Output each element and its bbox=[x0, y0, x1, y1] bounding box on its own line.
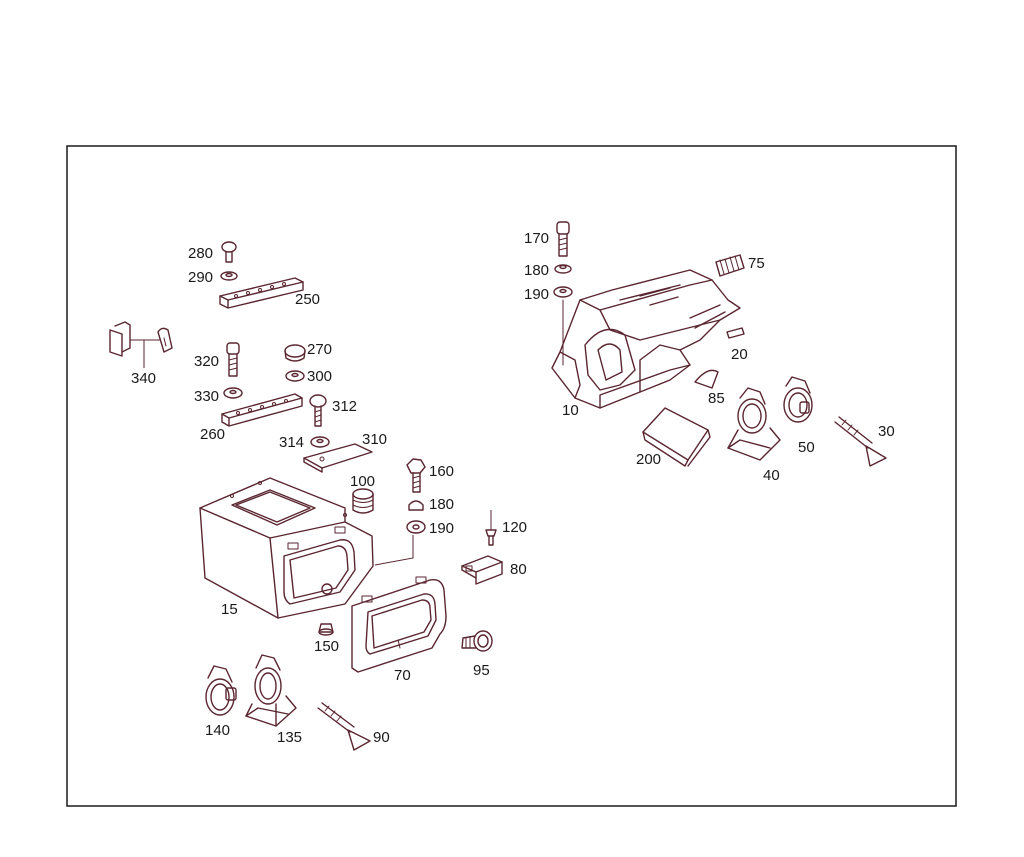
label-80: 80 bbox=[510, 561, 527, 578]
label-190-lower: 190 bbox=[429, 520, 454, 537]
label-310: 310 bbox=[362, 431, 387, 448]
part-190-washer-lower bbox=[406, 520, 426, 534]
part-260-strip bbox=[221, 393, 303, 427]
label-314: 314 bbox=[279, 434, 304, 451]
label-320: 320 bbox=[194, 353, 219, 370]
part-100-buffer bbox=[352, 488, 374, 514]
label-150: 150 bbox=[314, 638, 339, 655]
label-200: 200 bbox=[636, 451, 661, 468]
diagram-frame bbox=[66, 145, 957, 807]
label-340: 340 bbox=[131, 370, 156, 387]
label-15: 15 bbox=[221, 601, 238, 618]
label-160: 160 bbox=[429, 463, 454, 480]
label-312: 312 bbox=[332, 398, 357, 415]
label-170: 170 bbox=[524, 230, 549, 247]
label-290: 290 bbox=[188, 269, 213, 286]
label-95: 95 bbox=[473, 662, 490, 679]
part-15-box bbox=[199, 477, 374, 619]
label-120: 120 bbox=[502, 519, 527, 536]
label-250: 250 bbox=[295, 291, 320, 308]
part-90-eyebolt bbox=[317, 702, 371, 751]
label-90: 90 bbox=[373, 729, 390, 746]
part-270-knob bbox=[284, 344, 306, 362]
label-140: 140 bbox=[205, 722, 230, 739]
label-100: 100 bbox=[350, 473, 375, 490]
label-75: 75 bbox=[748, 255, 765, 272]
label-50: 50 bbox=[798, 439, 815, 456]
part-10-bracket bbox=[551, 269, 741, 409]
label-85: 85 bbox=[708, 390, 725, 407]
part-312-bolt bbox=[309, 394, 327, 427]
label-40: 40 bbox=[763, 467, 780, 484]
part-70-door bbox=[351, 576, 447, 673]
part-250-strip bbox=[219, 277, 304, 309]
part-280-screw bbox=[221, 241, 237, 263]
part-120-rivet bbox=[485, 510, 497, 546]
part-30-eyebolt bbox=[834, 416, 887, 467]
label-10: 10 bbox=[562, 402, 579, 419]
part-160-bolt bbox=[406, 458, 426, 493]
label-180-lower: 180 bbox=[429, 496, 454, 513]
label-20: 20 bbox=[731, 346, 748, 363]
part-310-plate bbox=[303, 443, 373, 473]
part-200-plate bbox=[642, 407, 711, 467]
part-135-clamp bbox=[245, 654, 297, 727]
part-20-pin bbox=[726, 327, 745, 339]
label-300: 300 bbox=[307, 368, 332, 385]
part-180-washer-lower bbox=[408, 500, 424, 511]
part-300-washer bbox=[285, 370, 305, 382]
part-95-grommet bbox=[461, 630, 493, 652]
label-30: 30 bbox=[878, 423, 895, 440]
part-85-wedge bbox=[694, 369, 719, 389]
part-170-bolt bbox=[556, 221, 570, 257]
part-40-clamp bbox=[727, 387, 781, 461]
part-140-clamp bbox=[205, 665, 237, 716]
part-320-bolt bbox=[226, 342, 240, 377]
label-270: 270 bbox=[307, 341, 332, 358]
part-80-latch bbox=[461, 555, 503, 585]
part-75-spring bbox=[715, 254, 745, 277]
part-150-plug bbox=[318, 623, 334, 636]
part-50-clamp bbox=[783, 376, 813, 423]
part-330-washer bbox=[223, 387, 243, 399]
part-314-washer bbox=[310, 436, 330, 448]
part-180-washer-upper bbox=[554, 264, 572, 274]
label-70: 70 bbox=[394, 667, 411, 684]
label-180-upper: 180 bbox=[524, 262, 549, 279]
part-190-washer-upper bbox=[553, 286, 573, 298]
label-260: 260 bbox=[200, 426, 225, 443]
label-280: 280 bbox=[188, 245, 213, 262]
leader-190-box bbox=[374, 535, 414, 566]
label-190-upper: 190 bbox=[524, 286, 549, 303]
part-340-clip bbox=[109, 321, 173, 368]
label-135: 135 bbox=[277, 729, 302, 746]
label-330: 330 bbox=[194, 388, 219, 405]
part-290-washer bbox=[220, 271, 238, 281]
